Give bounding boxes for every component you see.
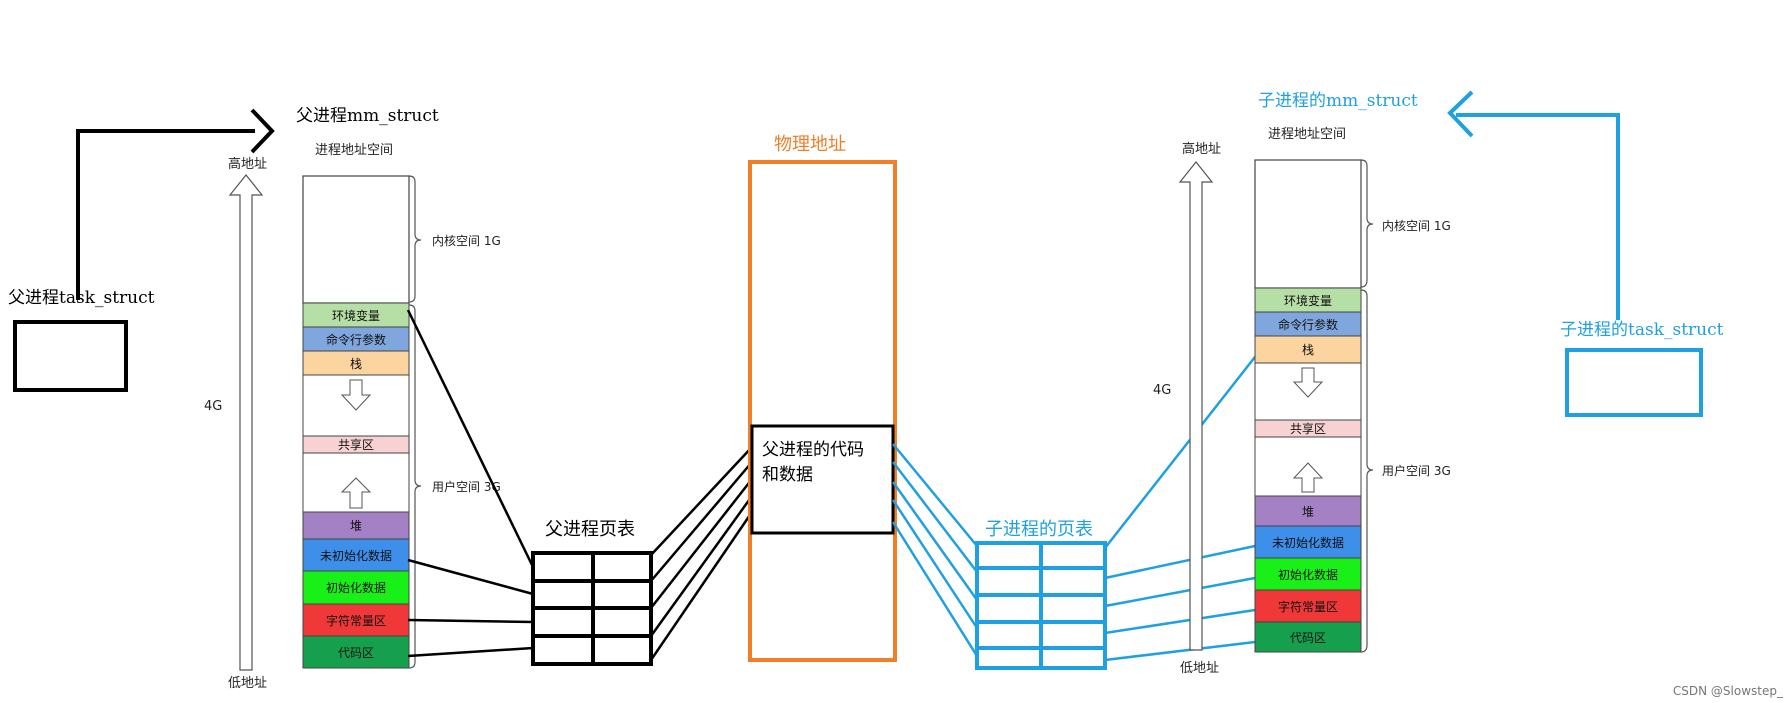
child-physical-mappings — [891, 443, 979, 657]
parent-seg-code — [302, 635, 410, 669]
physical-label: 物理地址 — [774, 134, 846, 155]
parent-task-struct-box — [13, 320, 128, 392]
child-task-struct-box — [1565, 348, 1703, 417]
parent-label-code: 代码区 — [338, 646, 374, 660]
parent-low-addr: 低地址 — [228, 676, 267, 691]
parent-mm-label: 父进程mm_struct — [296, 106, 439, 126]
parent-code-line2: 和数据 — [762, 465, 813, 485]
child-mm-label: 子进程的mm_struct — [1258, 91, 1418, 111]
child-kernel-brace — [1360, 159, 1374, 288]
parent-label-rodata: 字符常量区 — [326, 613, 386, 628]
parent-segment-mappings — [406, 309, 535, 658]
child-low-addr: 低地址 — [1180, 661, 1219, 676]
parent-page-table — [531, 551, 653, 666]
child-task-struct-label: 子进程的task_struct — [1560, 320, 1724, 340]
parent-seg-env — [302, 302, 410, 328]
parent-seg-stack — [302, 350, 410, 376]
parent-page-table-label: 父进程页表 — [545, 519, 635, 540]
child-seg-heap — [1254, 495, 1362, 527]
parent-label-heap: 堆 — [350, 519, 362, 533]
child-page-table-label: 子进程的页表 — [985, 519, 1093, 540]
parent-label-data: 初始化数据 — [326, 580, 386, 595]
parent-kernel-space: 内核空间 1G — [432, 234, 501, 248]
parent-4g: 4G — [204, 399, 222, 414]
child-kernel-space: 内核空间 1G — [1382, 219, 1451, 233]
child-label-argv: 命令行参数 — [1278, 317, 1338, 332]
parent-high-addr: 高地址 — [228, 156, 267, 172]
child-label-rodata: 字符常量区 — [1278, 599, 1338, 614]
parent-physical-mappings — [649, 446, 754, 661]
parent-user-brace — [408, 304, 422, 669]
child-label-code: 代码区 — [1290, 631, 1326, 645]
child-label-bss: 未初始化数据 — [1272, 535, 1344, 550]
child-label-heap: 堆 — [1302, 505, 1314, 519]
child-range-arrow — [1178, 161, 1214, 651]
child-seg-bss — [1254, 525, 1362, 559]
parent-label-stack: 栈 — [350, 356, 362, 371]
parent-kernel-brace — [408, 175, 422, 303]
child-segment-mappings — [1104, 347, 1263, 662]
parent-task-struct-label: 父进程task_struct — [8, 288, 155, 308]
watermark: CSDN @Slowstep_ — [1673, 684, 1784, 698]
parent-label-bss: 未初始化数据 — [320, 548, 392, 563]
child-seg-env — [1254, 287, 1362, 313]
parent-seg-bss — [302, 538, 410, 572]
parent-user-space: 用户空间 3G — [432, 479, 501, 494]
parent-range-arrow — [228, 174, 264, 671]
physical-memory — [748, 160, 897, 662]
parent-seg-data — [302, 570, 410, 605]
child-high-addr: 高地址 — [1182, 141, 1221, 157]
parent-seg-heap — [302, 511, 410, 540]
child-address-space-title: 进程地址空间 — [1268, 127, 1346, 142]
parent-address-space-title: 进程地址空间 — [315, 143, 393, 158]
child-4g: 4G — [1153, 383, 1171, 398]
parent-code-line1: 父进程的代码 — [762, 440, 864, 460]
parent-pointer-arrow — [76, 129, 255, 300]
child-arrowhead — [1447, 90, 1474, 138]
parent-label-shared: 共享区 — [338, 437, 374, 452]
child-user-brace — [1360, 289, 1374, 653]
child-user-space: 用户空间 3G — [1382, 463, 1451, 478]
child-pointer-arrow — [1456, 113, 1620, 320]
child-seg-argv — [1254, 311, 1362, 337]
child-label-shared: 共享区 — [1290, 421, 1326, 436]
child-label-stack: 栈 — [1302, 342, 1314, 357]
parent-address-space — [302, 175, 410, 669]
child-seg-code — [1254, 621, 1362, 653]
parent-label-argv: 命令行参数 — [326, 332, 386, 347]
parent-seg-argv — [302, 326, 410, 352]
parent-code-block — [750, 424, 895, 535]
parent-arrowhead — [250, 108, 275, 154]
child-label-data: 初始化数据 — [1278, 567, 1338, 582]
child-address-space — [1254, 159, 1362, 653]
child-page-table — [975, 541, 1107, 670]
child-seg-rodata — [1254, 589, 1362, 623]
child-label-env: 环境变量 — [1284, 293, 1332, 308]
parent-label-env: 环境变量 — [332, 308, 380, 323]
